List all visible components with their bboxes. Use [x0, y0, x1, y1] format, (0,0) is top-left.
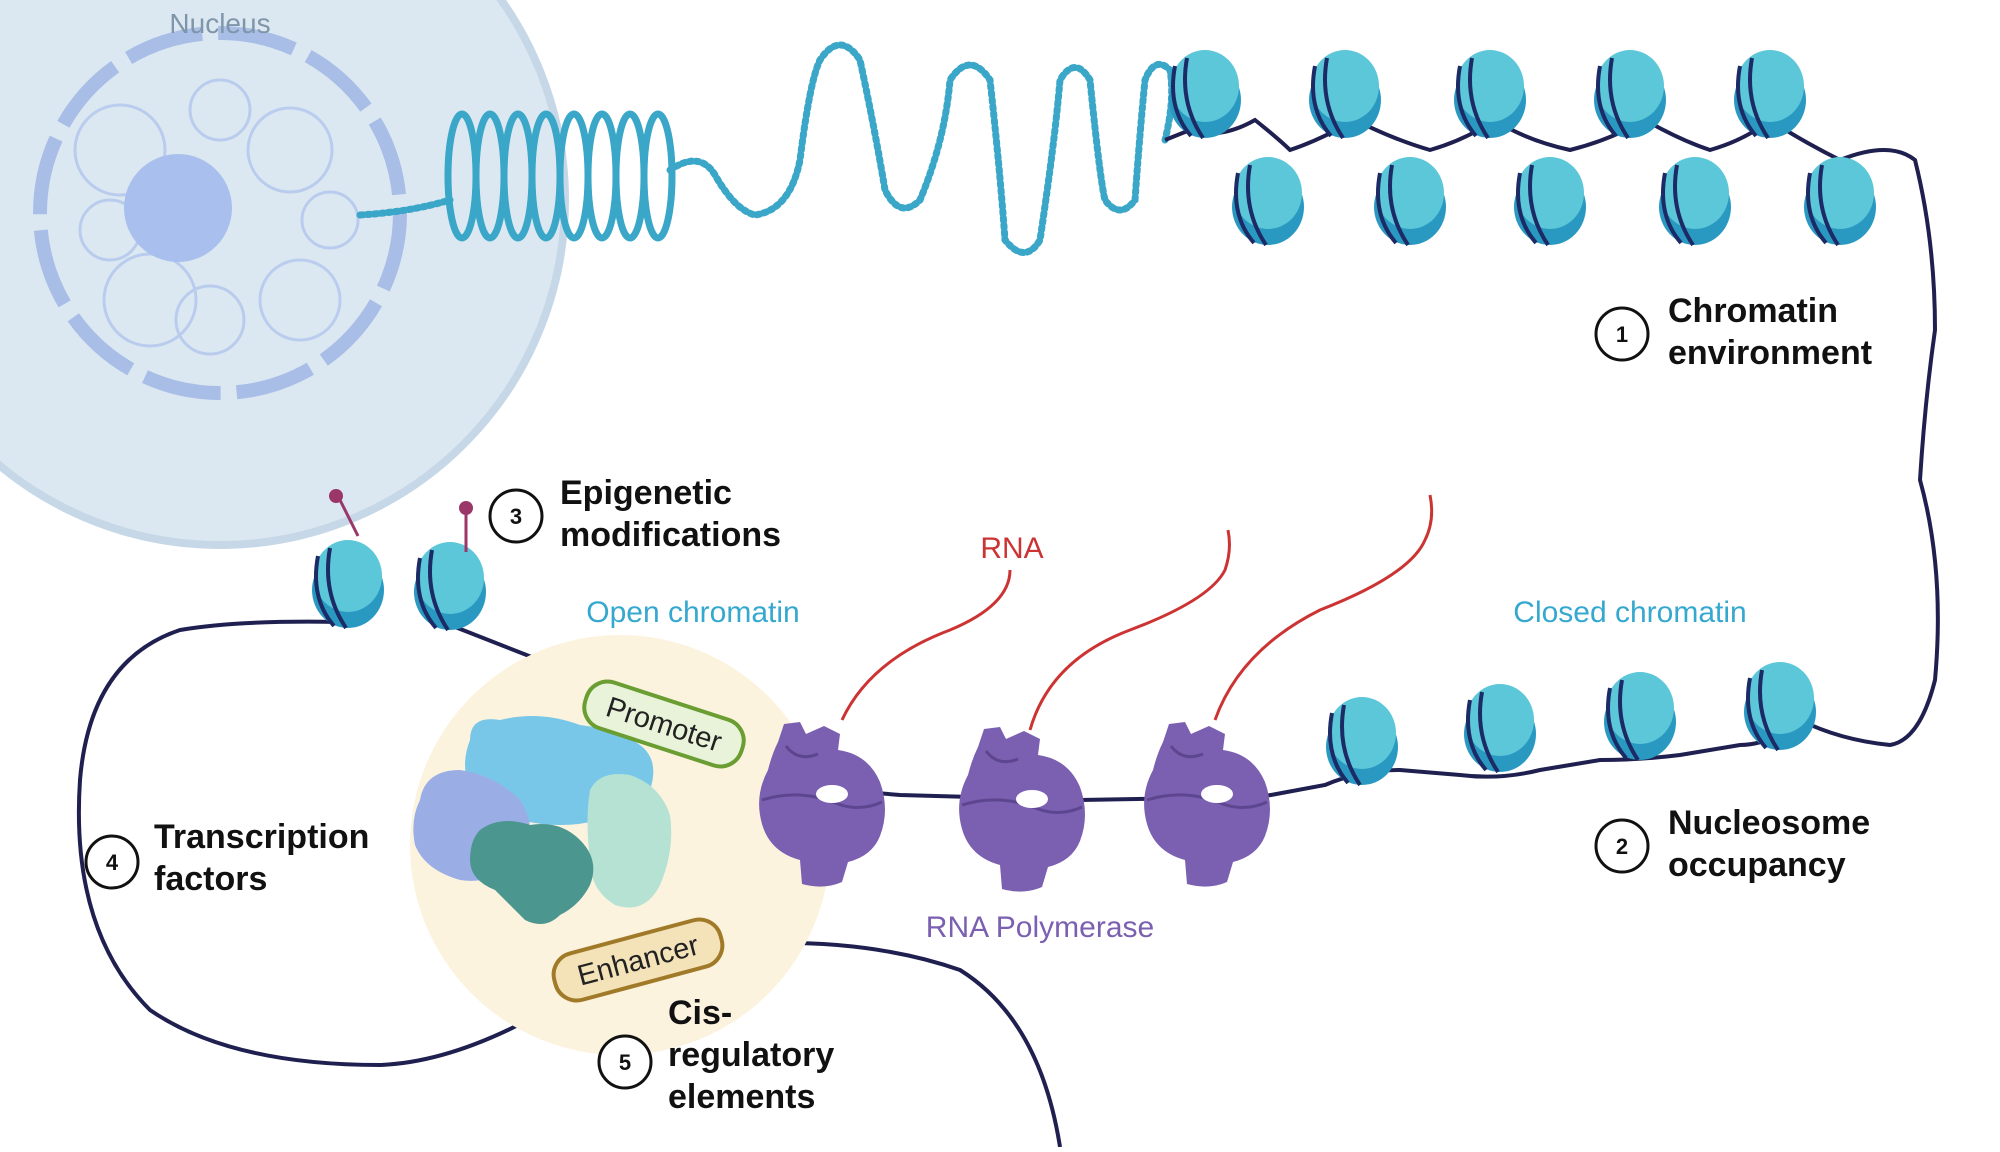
factor-title-line: occupancy [1668, 846, 1846, 884]
factor-title-line: Nucleosome [1668, 804, 1870, 842]
epigenetic-mark-icon [459, 501, 473, 515]
open-chromatin-label: Open chromatin [586, 596, 799, 629]
factor-number: 3 [510, 504, 522, 529]
cell-nucleus [0, 0, 569, 549]
number-badge [1594, 818, 1650, 874]
factor-title-line: factors [154, 860, 267, 898]
rna-strands [840, 494, 1434, 731]
factor-number: 5 [619, 1050, 631, 1075]
factor-cis-regulatory-elements: 5 Cis- regulatory elements [597, 994, 834, 1116]
factor-number: 2 [1616, 834, 1628, 859]
factor-chromatin-environment: 1 Chromatin environment [1594, 292, 1872, 372]
number-badge [488, 488, 544, 544]
factor-epigenetic-modifications: 3 Epigenetic modifications [488, 474, 781, 554]
number-badge [597, 1034, 653, 1090]
epigenetic-mark-icon [329, 489, 343, 503]
factor-title-line: Epigenetic [560, 474, 732, 512]
rna-label: RNA [980, 532, 1043, 565]
rna-polymerase-label: RNA Polymerase [926, 911, 1154, 944]
dna-strand-loop [76, 619, 1062, 1148]
factor-title-line: modifications [560, 516, 781, 554]
chromatin-fiber [356, 41, 1176, 256]
dna-strand-main [449, 623, 1802, 803]
factor-title-line: Cis- [668, 994, 732, 1032]
factor-nucleosome-occupancy: 2 Nucleosome occupancy [1594, 804, 1870, 884]
number-badge [84, 834, 140, 890]
number-badge [1594, 306, 1650, 362]
factor-number: 4 [106, 850, 119, 875]
factor-title-line: Chromatin [1668, 292, 1838, 330]
nucleus-label: Nucleus [169, 8, 270, 39]
factor-title-line: elements [668, 1078, 815, 1116]
closed-chromatin-label: Closed chromatin [1513, 596, 1746, 629]
rna-polymerases [757, 720, 1272, 894]
open-nucleosomes [310, 489, 488, 632]
factor-title-line: regulatory [668, 1036, 834, 1074]
factor-transcription-factors: 4 Transcription factors [84, 818, 369, 898]
factor-title-line: environment [1668, 334, 1872, 372]
nucleosome-array-top [1167, 48, 1878, 247]
factor-title-line: Transcription [154, 818, 369, 856]
factor-number: 1 [1616, 322, 1628, 347]
